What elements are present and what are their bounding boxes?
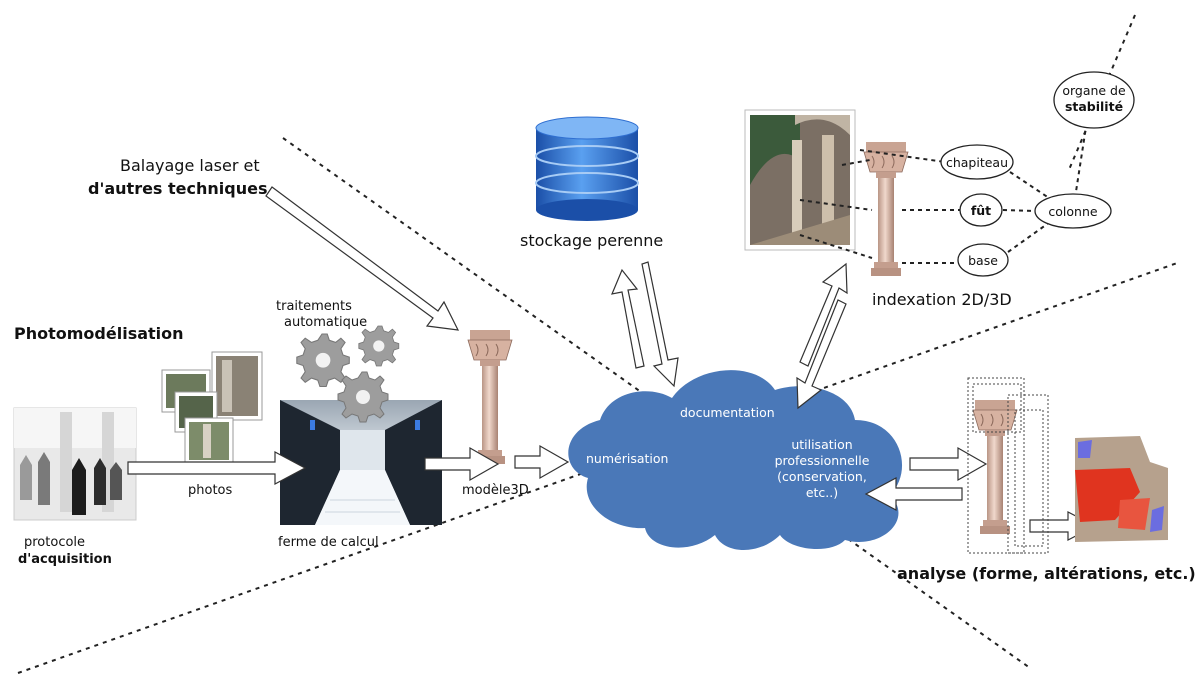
node-fut: fût	[971, 203, 991, 218]
arrow-storage-to-cloud	[641, 261, 679, 388]
label-photomodelisation: Photomodélisation	[14, 324, 184, 343]
cloud-documentation: documentation	[680, 405, 775, 420]
arrow-model-to-cloud	[514, 444, 570, 480]
label-stockage: stockage perenne	[520, 231, 664, 250]
partition-line-c	[1067, 14, 1136, 173]
cloud-numerisation: numérisation	[586, 451, 669, 466]
photos-stack-image	[161, 351, 263, 465]
label-traitements-line1: traitements	[276, 299, 352, 314]
acquisition-scene-image	[13, 407, 137, 521]
node-chapiteau: chapiteau	[946, 155, 1008, 170]
database-icon	[535, 116, 639, 221]
label-modele3d: modèle3D	[462, 483, 529, 498]
cloister-photo-image	[744, 109, 856, 251]
column-indexation-icon	[863, 141, 909, 277]
analysis-bounding-boxes	[967, 377, 1049, 554]
label-protocole-line2: d'acquisition	[18, 552, 112, 567]
arrow-cloud-to-indexation	[799, 262, 848, 367]
cloud-shape	[568, 370, 903, 550]
node-organe-line1: organe de	[1062, 83, 1126, 98]
label-indexation: indexation 2D/3D	[872, 290, 1012, 309]
ontology-nodes	[940, 71, 1135, 277]
partition-line-b	[17, 261, 1181, 674]
label-protocole-line1: protocole	[24, 535, 86, 550]
column-3d-model-icon	[467, 329, 513, 465]
ontology-connectors	[799, 126, 1087, 264]
cloud-utilisation-line1: utilisation	[791, 437, 853, 452]
arrow-scene-to-photos	[127, 451, 307, 485]
label-analyse: analyse (forme, altérations, etc.)	[897, 564, 1196, 583]
arrow-cloud-to-analyse	[909, 446, 988, 482]
cloud-utilisation-line2: professionnelle	[774, 453, 870, 468]
label-balayage-line2: d'autres techniques	[88, 179, 268, 198]
arrow-analyse-to-cloud	[864, 477, 963, 511]
alteration-map-image	[1075, 436, 1168, 542]
cloud-utilisation-line3: (conservation,	[777, 469, 867, 484]
label-ferme: ferme de calcul	[278, 535, 379, 550]
server-room-image	[280, 400, 442, 525]
arrow-server-to-model	[424, 446, 500, 482]
label-balayage-line1: Balayage laser et	[120, 156, 260, 175]
label-traitements-line2: automatique	[284, 315, 368, 330]
node-colonne: colonne	[1048, 204, 1097, 219]
label-photos: photos	[188, 483, 233, 498]
arrow-balayage-to-model	[265, 186, 460, 331]
arrow-indexation-to-cloud	[796, 299, 847, 410]
node-organe-line2: stabilité	[1065, 99, 1123, 114]
node-base: base	[968, 253, 998, 268]
cloud-utilisation-line4: etc..)	[805, 485, 839, 500]
arrow-cloud-to-storage	[611, 268, 645, 369]
